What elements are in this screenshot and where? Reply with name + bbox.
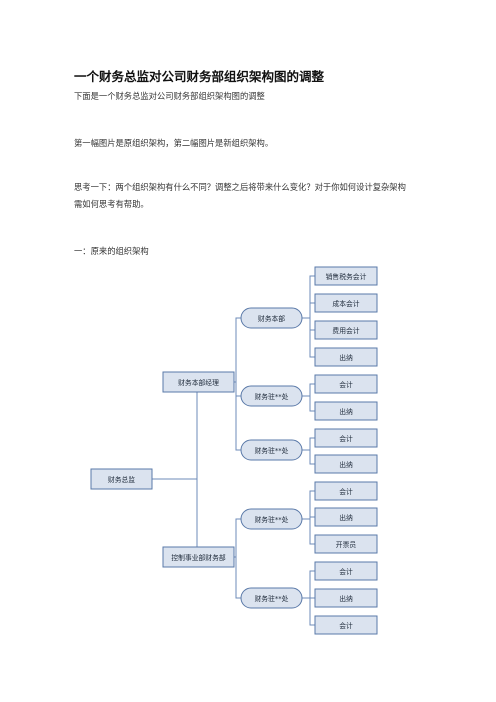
question-text-line1: 思考一下：两个组织架构有什么不同？调整之后将带来什么变化？对于你如何设计复杂架构 <box>74 182 406 192</box>
page-title: 一个财务总监对公司财务部组织架构图的调整 <box>74 69 325 84</box>
org-leaf-label: 会计 <box>339 434 353 443</box>
org-leaf-label: 出纳 <box>339 407 353 416</box>
org-node-root: 财务总监 <box>90 468 153 490</box>
org-node-label: 财务驻**处 <box>255 392 289 401</box>
org-node-finance-hq-manager: 财务本部经理 <box>162 371 235 393</box>
intro-text: 下面是一个财务总监对公司财务部组织架构图的调整 <box>74 91 265 101</box>
org-node-label: 财务驻**处 <box>255 446 289 455</box>
org-leaf-label: 会计 <box>339 487 353 496</box>
org-leaf-label: 销售税务会计 <box>326 272 367 281</box>
org-leaf: 出纳 <box>314 347 378 367</box>
org-node-label: 财务驻**处 <box>255 594 289 603</box>
org-leaf-label: 出纳 <box>339 594 353 603</box>
org-node-finance-hq: 财务本部 <box>240 307 303 329</box>
org-leaf: 出纳 <box>314 401 378 421</box>
org-leaf-label: 费用会计 <box>332 326 359 335</box>
org-leaf: 会计 <box>314 374 378 394</box>
org-node-branch-d: 财务驻**处 <box>240 587 303 609</box>
org-leaf: 出纳 <box>314 588 378 608</box>
org-node-branch-a: 财务驻**处 <box>240 385 303 407</box>
org-leaf: 会计 <box>314 561 378 581</box>
org-leaf-label: 会计 <box>339 567 353 576</box>
org-leaf: 出纳 <box>314 454 378 474</box>
org-leaf-label: 出纳 <box>339 353 353 362</box>
org-leaf: 销售税务会计 <box>314 266 378 286</box>
org-leaf-label: 会计 <box>339 380 353 389</box>
org-node-branch-b: 财务驻**处 <box>240 439 303 461</box>
org-node-branch-c: 财务驻**处 <box>240 508 303 530</box>
org-leaf: 会计 <box>314 481 378 501</box>
org-node-root-label: 财务总监 <box>108 475 135 484</box>
org-leaf-label: 开票员 <box>336 541 357 549</box>
org-leaf-label: 出纳 <box>339 460 353 469</box>
org-leaf-label: 成本会计 <box>332 299 359 308</box>
section-heading: 一：原来的组织架构 <box>74 246 149 256</box>
org-leaf: 成本会计 <box>314 293 378 313</box>
org-leaf-label: 出纳 <box>339 513 353 522</box>
org-node-label: 财务驻**处 <box>255 515 289 524</box>
org-node-label: 财务本部经理 <box>178 378 219 387</box>
org-node-label: 财务本部 <box>258 314 285 323</box>
org-node-control-division-finance: 控制事业部财务部 <box>162 546 235 568</box>
org-leaf: 费用会计 <box>314 320 378 340</box>
org-leaf: 会计 <box>314 615 378 635</box>
org-leaf: 开票员 <box>314 534 378 554</box>
org-leaf-label: 会计 <box>339 621 353 630</box>
org-leaf: 出纳 <box>314 507 378 527</box>
org-node-label: 控制事业部财务部 <box>171 553 226 562</box>
description-text: 第一幅图片是原组织架构，第二幅图片是新组织架构。 <box>74 138 274 148</box>
org-leaf: 会计 <box>314 428 378 448</box>
question-text-line2: 需如何思考有帮助。 <box>74 199 149 209</box>
